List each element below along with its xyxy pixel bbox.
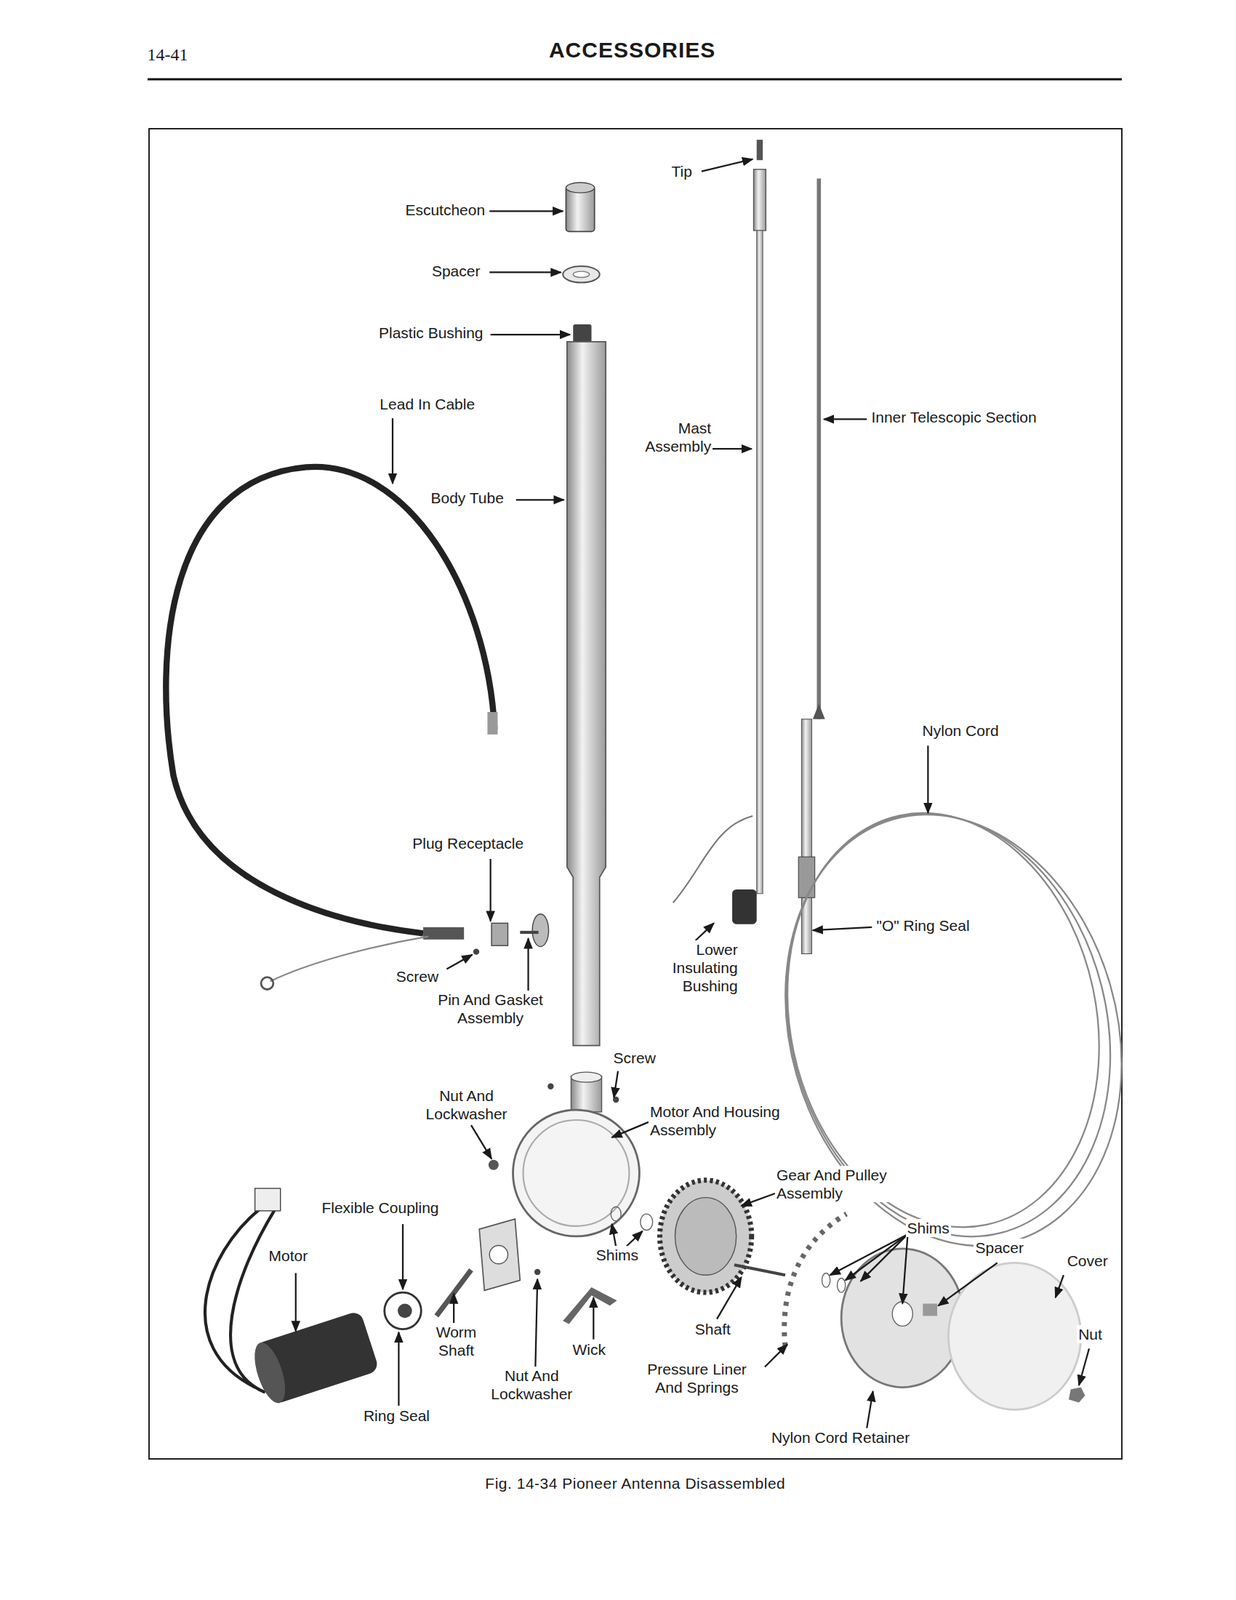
part-label: Shims	[905, 1218, 951, 1237]
part-label: Nut	[1076, 1324, 1104, 1343]
part-label: Motor	[266, 1246, 309, 1265]
part-label: Tip	[670, 162, 694, 181]
part-label: Lower Insulating Bushing	[648, 940, 740, 995]
figure-caption: Fig. 14-34 Pioneer Antenna Disassembled	[483, 1473, 787, 1492]
part-label: Inner Telescopic Section	[869, 407, 1038, 427]
part-label: Wick	[570, 1339, 608, 1359]
part-label: Gear And Pulley Assembly	[775, 1165, 909, 1202]
part-label: Mast Assembly	[630, 418, 713, 456]
part-label: Flexible Coupling	[319, 1198, 440, 1217]
part-label: Motor And Housing Assembly	[648, 1102, 794, 1139]
part-label: Body Tube	[428, 488, 505, 507]
part-label: Escutcheon	[403, 200, 487, 219]
part-label: Pressure Liner And Springs	[638, 1359, 756, 1396]
part-label: Nut And Lockwasher	[479, 1366, 584, 1403]
part-label: Nylon Cord Retainer	[769, 1427, 912, 1447]
page-title: ACCESSORIES	[547, 40, 717, 59]
part-label: Shims	[594, 1245, 640, 1264]
parts-drawing	[165, 139, 1171, 1428]
part-label: Plug Receptacle	[410, 833, 525, 853]
figure-frame	[149, 128, 1122, 1459]
part-label: Shaft	[693, 1319, 733, 1338]
part-label: Pin And Gasket Assembly	[420, 990, 561, 1027]
header-rule	[147, 78, 1122, 81]
part-label: Screw	[612, 1048, 658, 1067]
part-label: Screw	[394, 966, 440, 986]
part-label: Plastic Bushing	[377, 323, 485, 342]
part-label: Cover	[1065, 1251, 1110, 1270]
part-label: Worm Shaft	[423, 1322, 488, 1359]
part-label: "O" Ring Seal	[874, 916, 971, 935]
part-label: Nylon Cord	[921, 721, 1001, 740]
part-label: Spacer	[430, 261, 483, 280]
page-number: 14-41	[146, 45, 190, 64]
part-label: Nut And Lockwasher	[415, 1086, 517, 1123]
part-label: Spacer	[973, 1238, 1026, 1257]
part-label: Ring Seal	[362, 1406, 432, 1425]
part-label: Lead In Cable	[378, 394, 477, 413]
